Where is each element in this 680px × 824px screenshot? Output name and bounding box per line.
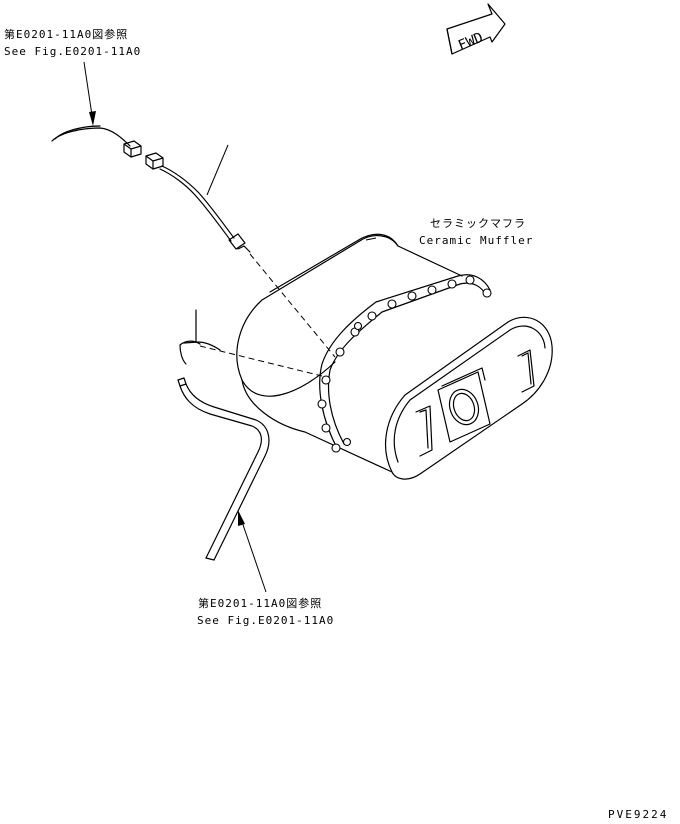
top-reference-label-en: See Fig.E0201-11A0 bbox=[4, 45, 142, 58]
sensor-wire-harness bbox=[51, 125, 251, 253]
ceramic-muffler bbox=[236, 233, 553, 480]
drawing-code: PVE9224 bbox=[608, 808, 669, 821]
outlet-flange bbox=[437, 367, 491, 443]
connector-plug-right bbox=[145, 152, 164, 170]
top-reference-label-jp: 第E0201-11A0図参照 bbox=[4, 28, 129, 41]
muffler-handle-left bbox=[415, 405, 433, 457]
fwd-label: FWD bbox=[456, 30, 485, 54]
top-reference-leader bbox=[83, 61, 96, 126]
muffler-handle-right bbox=[517, 349, 535, 393]
muffler-label-jp: セラミックマフラ bbox=[430, 217, 526, 230]
assembly-guide-lines bbox=[199, 253, 336, 377]
flange-bolts bbox=[317, 275, 492, 453]
bottom-reference-label-en: See Fig.E0201-11A0 bbox=[197, 614, 335, 627]
muffler-label-en: Ceramic Muffler bbox=[419, 234, 534, 247]
fwd-arrow-icon: FWD bbox=[446, 3, 506, 55]
connector-plug-left bbox=[123, 140, 142, 158]
bottom-reference-leader bbox=[238, 510, 267, 593]
bottom-reference-label-jp: 第E0201-11A0図参照 bbox=[198, 597, 323, 610]
sensor-fitting bbox=[228, 233, 251, 253]
muffler-leader bbox=[365, 237, 377, 241]
lower-tube bbox=[177, 309, 270, 561]
